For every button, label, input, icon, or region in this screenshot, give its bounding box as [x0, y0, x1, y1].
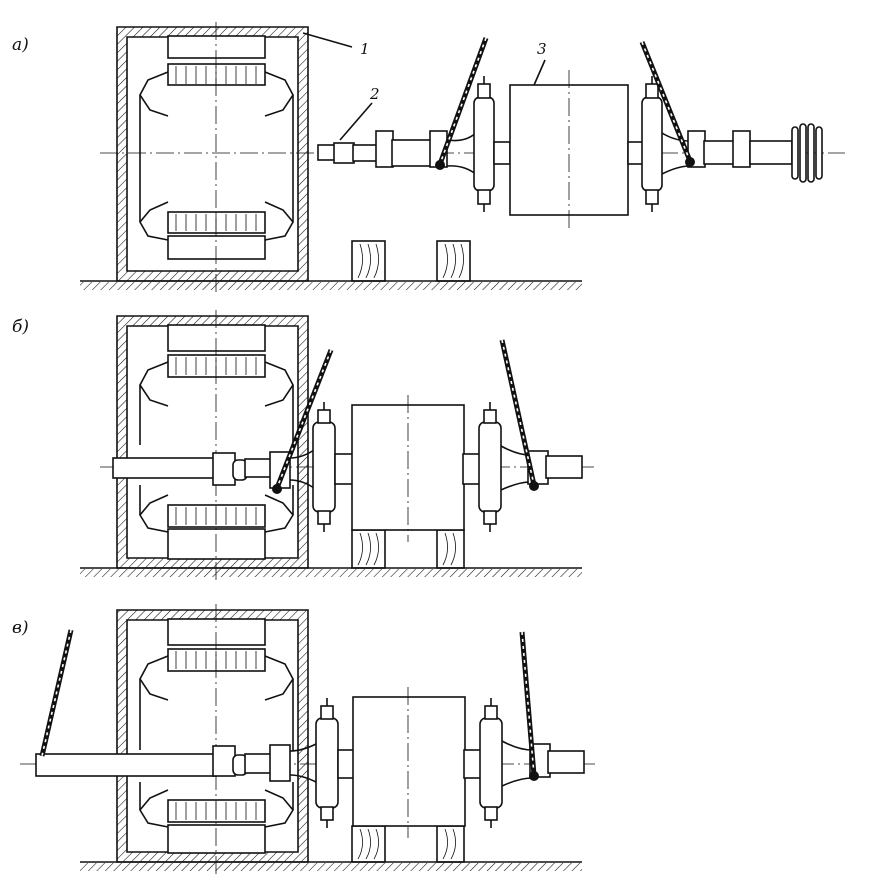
callout-2: 2 [369, 85, 380, 103]
sling-left [435, 37, 489, 170]
sling-left [272, 349, 334, 494]
rotor-core [352, 696, 466, 827]
support-block-2 [436, 825, 465, 863]
stator-housing [116, 310, 309, 582]
support-block-1 [351, 240, 386, 282]
panel-label-c: в) [12, 618, 29, 638]
stator-housing [116, 604, 309, 876]
support-block-2 [436, 240, 471, 282]
panel-label-a: а) [12, 35, 29, 55]
rotor-shaft [100, 395, 595, 542]
sling-left [39, 629, 74, 757]
panel-b [80, 310, 595, 582]
panel-c [20, 604, 595, 876]
panel-a [80, 22, 845, 296]
floor [80, 280, 582, 290]
floor [80, 567, 582, 577]
stator-housing [116, 22, 309, 296]
sling-right [639, 41, 695, 167]
sling-right [519, 631, 539, 781]
callout-1: 1 [360, 40, 370, 58]
support-block-2 [436, 529, 465, 569]
floor [80, 861, 582, 871]
rotor-shaft [20, 687, 595, 838]
callout-3: 3 [537, 40, 547, 58]
panel-label-b: б) [12, 317, 29, 337]
sling-right [499, 339, 539, 491]
rotor-shaft [100, 70, 845, 230]
